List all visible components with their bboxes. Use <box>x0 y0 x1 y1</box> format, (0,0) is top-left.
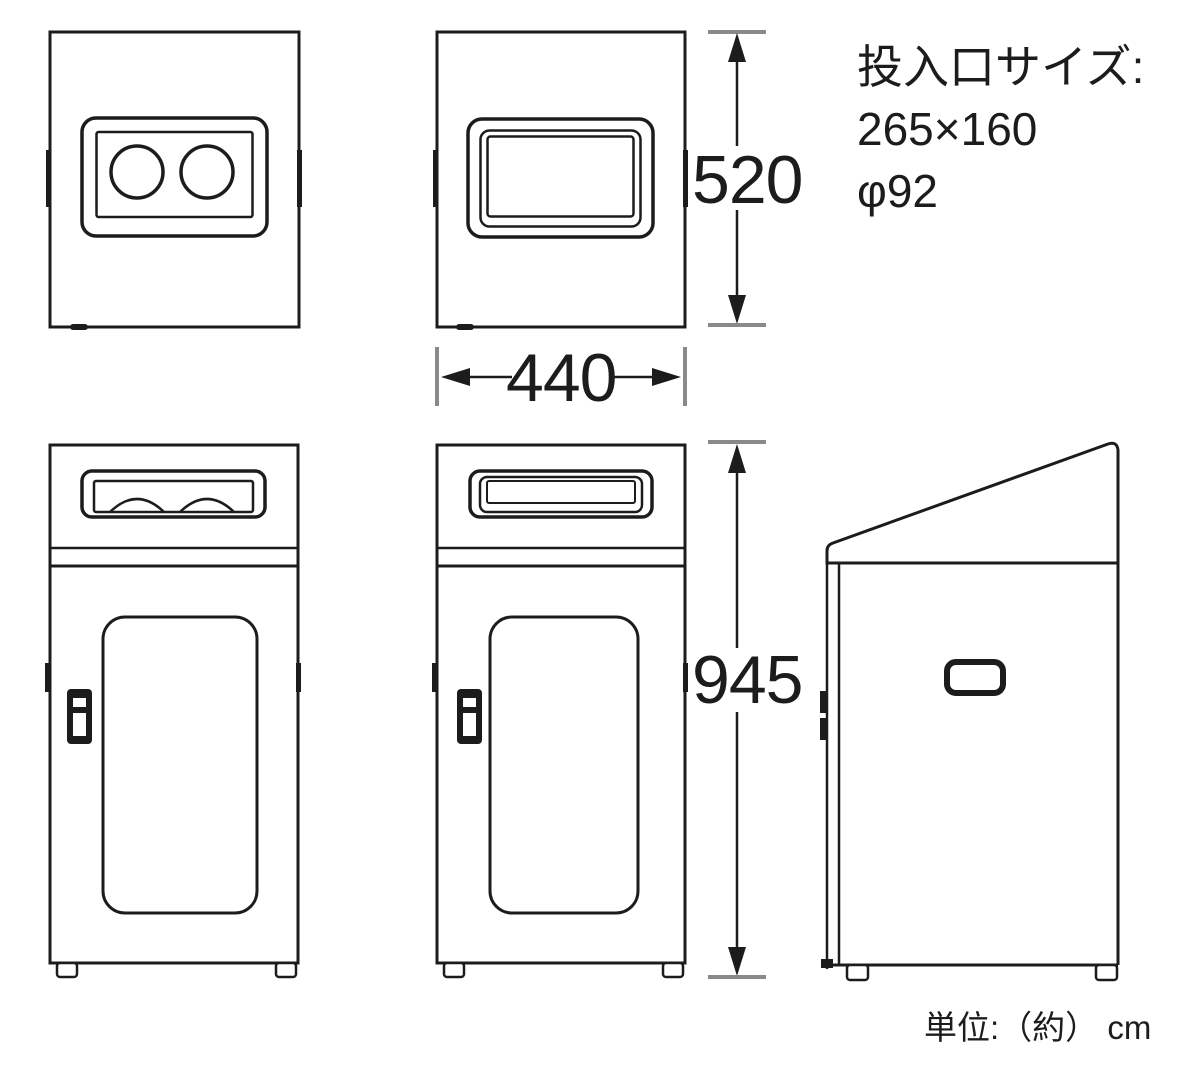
foot-right <box>1094 963 1119 982</box>
hinge-nub-bottom <box>820 718 826 740</box>
slot-tray <box>486 480 636 504</box>
side-handle <box>944 659 1006 696</box>
door-latch <box>457 689 482 744</box>
slot-size-annotation: 投入口サイズ: 265×160 φ92 <box>857 36 1144 222</box>
hinge-tab-left <box>46 150 51 207</box>
hinge-tab-left <box>45 663 50 692</box>
arrow-up <box>728 444 746 473</box>
opening-frame <box>466 117 655 239</box>
dimension-945-lines <box>708 440 766 979</box>
foot-right <box>274 961 298 979</box>
base-nub <box>821 959 833 968</box>
hinge-nub-top <box>820 691 826 713</box>
dimension-label-width: 440 <box>506 340 617 416</box>
view-top-unit-front-circles <box>46 30 302 330</box>
unit-note: 単位:（約） cm <box>924 1009 1152 1046</box>
hinge-tab-left <box>433 150 438 207</box>
arrow-right <box>652 368 681 386</box>
arrow-down <box>728 295 746 324</box>
opening-slot <box>486 135 635 218</box>
hinge-tab-left <box>432 663 437 692</box>
arrow-down <box>728 947 746 976</box>
dimension-label-top-height: 520 <box>692 142 803 218</box>
door-panel <box>488 615 640 915</box>
slot-frame <box>468 469 654 519</box>
foot-right <box>661 961 685 979</box>
arrow-up <box>728 33 746 62</box>
opening-tray <box>95 130 254 219</box>
recess-arc-right <box>179 497 235 513</box>
dimension-label-total-height: 945 <box>692 642 803 718</box>
foot-nub <box>456 324 474 330</box>
slot-frame-inner <box>478 475 644 514</box>
slot-frame <box>80 469 267 519</box>
annotation-hole-diameter: φ92 <box>857 165 938 217</box>
hinge-tab-right <box>683 150 688 207</box>
opening-frame <box>80 116 269 238</box>
dimension-520-lines <box>708 30 766 327</box>
sloped-top <box>825 441 1120 565</box>
foot-nub <box>70 324 88 330</box>
dimension-440-lines <box>435 347 687 406</box>
view-full-front-slot <box>432 443 688 979</box>
hinge-tab-right <box>297 150 302 207</box>
view-top-unit-front-slot <box>433 30 688 330</box>
door-latch <box>67 689 92 744</box>
foot-left <box>55 961 79 979</box>
slot-tray <box>92 479 255 514</box>
door-panel <box>101 615 259 915</box>
view-full-front-circles <box>45 443 301 979</box>
arrow-left <box>441 368 470 386</box>
view-side <box>820 441 1120 982</box>
annotation-title: 投入口サイズ: <box>857 41 1145 93</box>
hinge-tab-right <box>296 663 301 692</box>
opening-frame-inner <box>479 129 642 228</box>
can-hole-right <box>179 144 235 200</box>
can-hole-left <box>109 144 165 200</box>
recess-arc-left <box>109 497 165 513</box>
foot-left <box>845 963 870 982</box>
annotation-slot-size: 265×160 <box>857 103 1038 155</box>
hinge-tab-right <box>683 663 688 692</box>
foot-left <box>442 961 466 979</box>
